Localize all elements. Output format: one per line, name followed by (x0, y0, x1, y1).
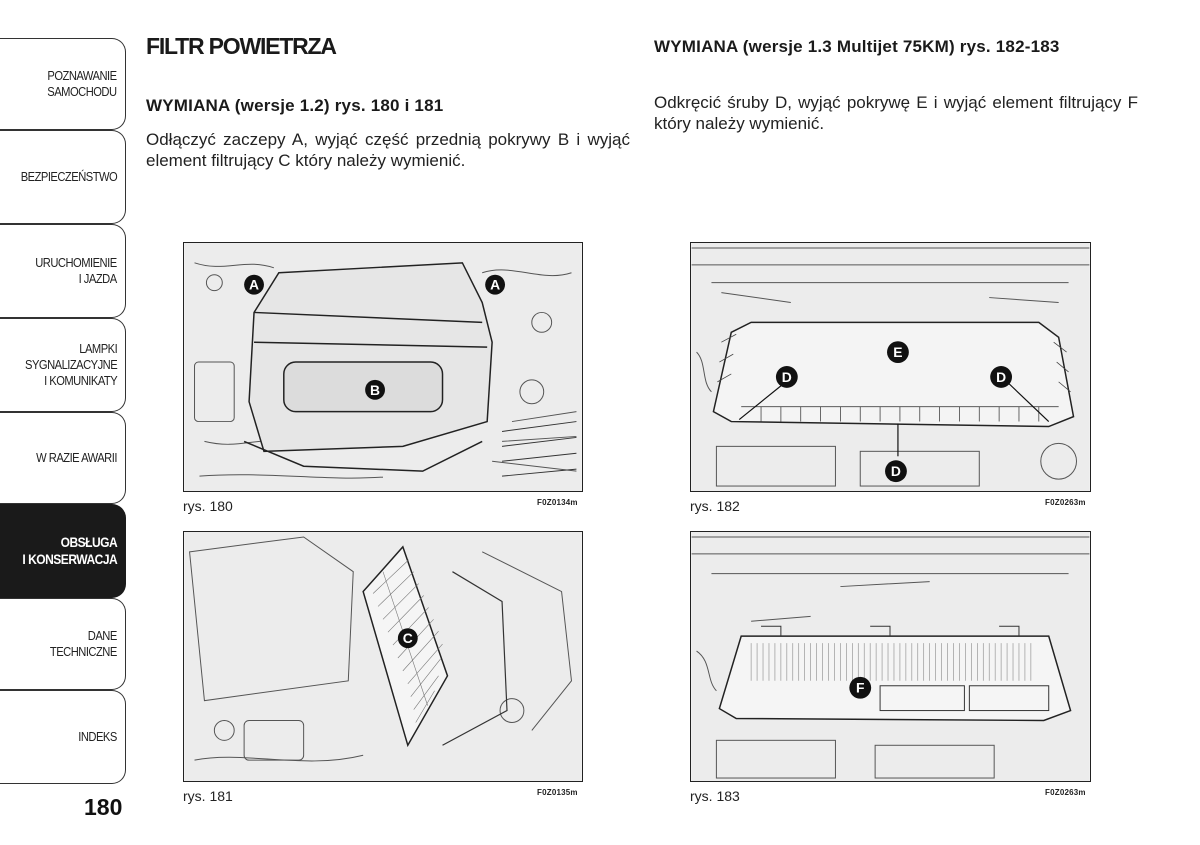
figure-183-drawing: F (691, 532, 1090, 781)
marker-e: E (887, 341, 909, 364)
marker-d-right: D (990, 366, 1013, 388)
tab-label: URUCHOMIENIE I JAZDA (35, 255, 118, 286)
figure-181-filter-element: C (183, 531, 583, 782)
tab-w-razie-awarii[interactable]: W RAZIE AWARII (0, 412, 126, 504)
figure-183-code: F0Z0263m (1045, 788, 1086, 797)
marker-label: D (891, 463, 901, 479)
tab-bezpieczenstwo[interactable]: BEZPIECZEŃSTWO (0, 130, 126, 224)
marker-c: C (397, 628, 418, 649)
page-title: FILTR POWIETRZA (146, 33, 337, 59)
marker-label: A (490, 277, 500, 293)
page-number: 180 (84, 794, 123, 820)
figure-182-drawing: E D D D (691, 243, 1090, 491)
tab-label: BEZPIECZEŃSTWO (20, 169, 117, 184)
figure-181-caption: rys. 181 (183, 788, 233, 804)
left-section-text: Odłączyć zaczepy A, wyjąć część przednią… (146, 130, 630, 170)
marker-b: B (365, 379, 385, 400)
right-section-heading: WYMIANA (wersje 1.3 Multijet 75KM) rys. … (654, 37, 1060, 56)
marker-label: A (249, 277, 259, 293)
tab-label: OBSŁUGA I KONSERWACJA (22, 534, 117, 567)
figure-182-code: F0Z0263m (1045, 498, 1086, 507)
figure-183-cabin-filter: F (690, 531, 1091, 782)
tab-indeks[interactable]: INDEKS (0, 690, 126, 784)
tab-label: POZNAWANIE SAMOCHODU (47, 68, 118, 99)
tab-uruchomienie-i-jazda[interactable]: URUCHOMIENIE I JAZDA (0, 224, 126, 318)
figure-180-caption: rys. 180 (183, 498, 233, 514)
marker-label: B (370, 382, 380, 398)
tab-label: DANE TECHNICZNE (50, 628, 117, 659)
figure-181-code: F0Z0135m (537, 788, 578, 797)
figure-180-code: F0Z0134m (537, 498, 578, 507)
tab-lampki-sygnalizacyjne[interactable]: LAMPKI SYGNALIZACYJNE I KOMUNIKATY (0, 318, 126, 412)
right-section-text: Odkręcić śruby D, wyjąć pokrywę E i wyją… (654, 93, 1138, 133)
marker-label: C (403, 630, 413, 646)
marker-label: D (996, 369, 1006, 385)
marker-label: E (893, 344, 902, 360)
figure-180-drawing: A A B (184, 243, 582, 491)
figure-180-air-filter-housing: A A B (183, 242, 583, 492)
marker-a-right: A (485, 274, 506, 295)
figure-182-caption: rys. 182 (690, 498, 740, 514)
figure-183-caption: rys. 183 (690, 788, 740, 804)
tab-label: LAMPKI SYGNALIZACYJNE I KOMUNIKATY (24, 341, 118, 388)
tab-dane-techniczne[interactable]: DANE TECHNICZNE (0, 598, 126, 690)
marker-d-left: D (775, 366, 798, 388)
tab-obsluga-i-konserwacja[interactable]: OBSŁUGA I KONSERWACJA (0, 504, 126, 598)
figure-181-drawing: C (184, 532, 582, 781)
figure-182-cover-screws: E D D D (690, 242, 1091, 492)
tab-poznawanie-samochodu[interactable]: POZNAWANIE SAMOCHODU (0, 38, 126, 130)
marker-f: F (849, 676, 872, 699)
tab-label: INDEKS (78, 729, 117, 744)
marker-d-bottom: D (885, 460, 907, 483)
tab-label: W RAZIE AWARII (36, 450, 117, 465)
left-section-heading: WYMIANA (wersje 1.2) rys. 180 i 181 (146, 96, 444, 115)
marker-a-left: A (244, 274, 264, 295)
marker-label: D (782, 369, 792, 385)
marker-label: F (856, 680, 864, 696)
